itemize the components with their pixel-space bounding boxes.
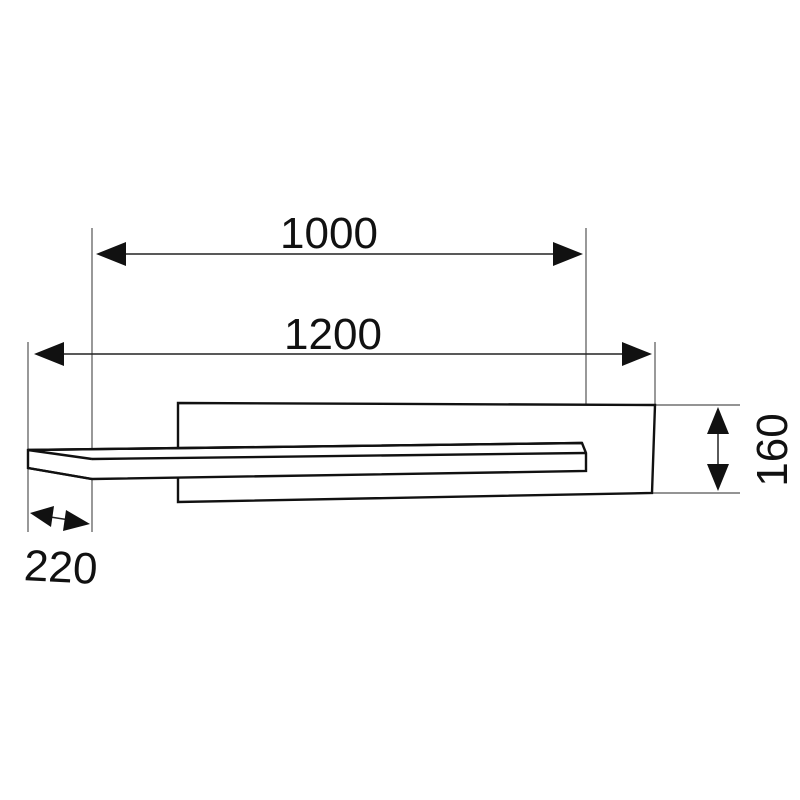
label-depth: 220 [23, 541, 99, 594]
arrowhead-up [707, 407, 729, 434]
label-inner-width: 1000 [280, 209, 378, 258]
dimension-overall-width: 1200 [34, 310, 652, 366]
dimension-inner-width: 1000 [96, 209, 583, 266]
shelf-board-end-edge [27, 448, 93, 461]
arrowhead-left [34, 342, 64, 366]
dimension-depth: 220 [23, 506, 99, 594]
shelf-board-end-bottom [27, 466, 93, 481]
dimension-height: 160 [707, 407, 797, 491]
arrowhead-right [553, 242, 583, 266]
arrowhead-left [30, 506, 54, 527]
arrowhead-right [622, 342, 652, 366]
shelf-board-top-edge [27, 441, 583, 452]
label-height: 160 [748, 413, 797, 486]
arrowhead-right [63, 510, 90, 531]
arrowhead-down [707, 464, 729, 491]
shelf-body [26, 401, 657, 504]
label-overall-width: 1200 [284, 310, 382, 359]
shelf-board-front-edge [91, 451, 587, 461]
arrowhead-left [96, 242, 126, 266]
